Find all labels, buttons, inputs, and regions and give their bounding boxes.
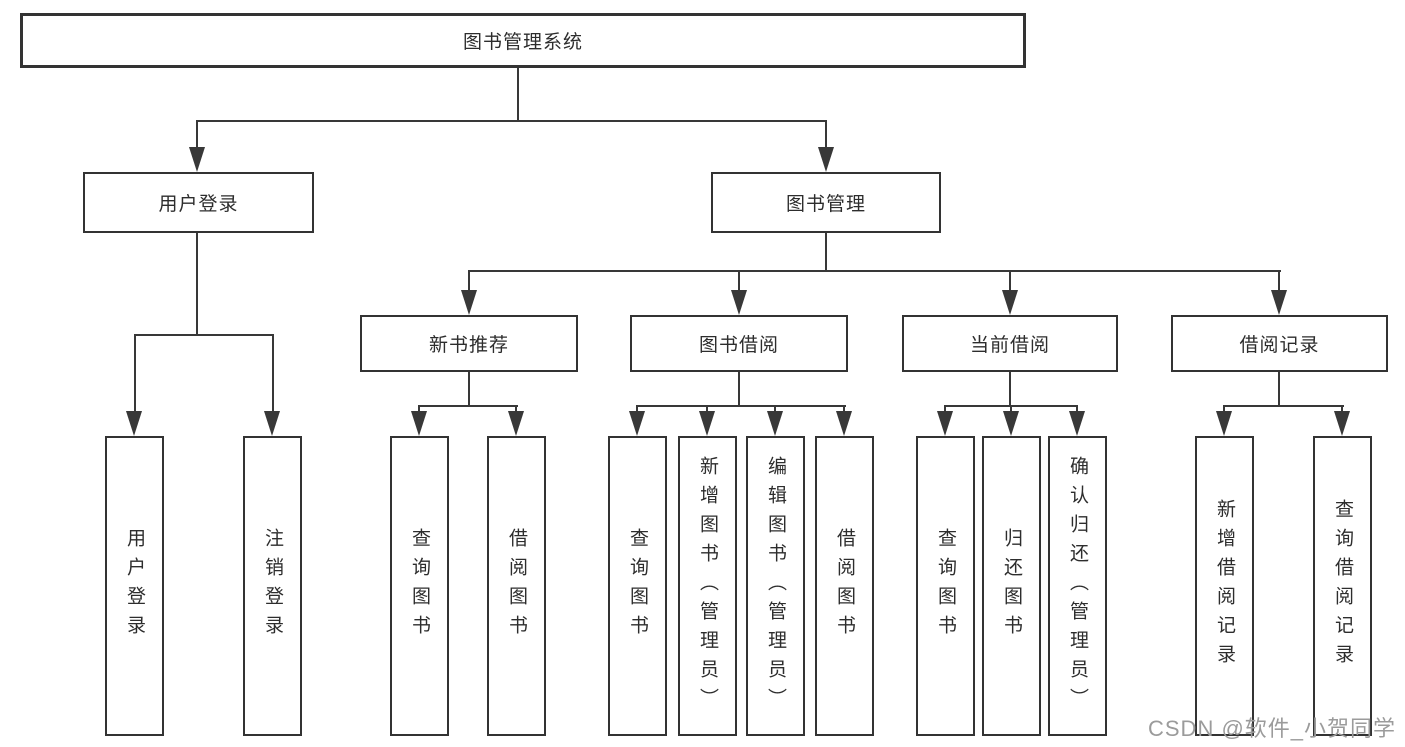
leaf-borrowing-add-admin-label: 新增图书（管理员） [697, 455, 718, 717]
arrowhead-down-icon [1003, 411, 1019, 436]
section-records-label: 借阅记录 [1239, 335, 1320, 356]
arrowhead-down-icon [937, 411, 953, 436]
connector-vertical [517, 68, 519, 120]
connector-horizontal [468, 270, 1281, 272]
leaf-current-return-box: 归还图书 [982, 436, 1041, 736]
connector-vertical [1278, 270, 1280, 291]
connector-vertical [944, 405, 946, 412]
arrowhead-down-icon [126, 411, 142, 436]
connector-vertical [196, 120, 198, 148]
connector-horizontal [419, 405, 518, 407]
leaf-records-add-label: 新增借阅记录 [1214, 499, 1235, 673]
leaf-borrowing-query-box: 查询图书 [608, 436, 667, 736]
connector-vertical [706, 405, 708, 412]
csdn-watermark: CSDN @软件_小贺同学 [1148, 716, 1397, 741]
arrowhead-down-icon [731, 290, 747, 315]
arrowhead-down-icon [629, 411, 645, 436]
leaf-borrowing-borrow-label: 借阅图书 [834, 528, 855, 644]
arrowhead-down-icon [264, 411, 280, 436]
connector-vertical [636, 405, 638, 412]
connector-vertical [1278, 372, 1280, 405]
arrowhead-down-icon [189, 147, 205, 172]
leaf-current-confirm-admin-box: 确认归还（管理员） [1048, 436, 1107, 736]
leaf-logout-label: 注销登录 [262, 528, 283, 644]
connector-vertical [515, 405, 517, 412]
connector-vertical [134, 334, 136, 412]
leaf-newbook-query-label: 查询图书 [409, 528, 430, 644]
connector-vertical [1341, 405, 1343, 412]
branch-user-login-box: 用户登录 [83, 172, 314, 233]
leaf-newbook-query-box: 查询图书 [390, 436, 449, 736]
section-new-book-label: 新书推荐 [428, 335, 509, 356]
arrowhead-down-icon [461, 290, 477, 315]
leaf-records-query-box: 查询借阅记录 [1313, 436, 1372, 736]
connector-vertical [774, 405, 776, 412]
connector-vertical [1009, 372, 1011, 405]
root-node-box: 图书管理系统 [20, 13, 1026, 68]
section-new-book-box: 新书推荐 [360, 315, 578, 372]
arrowhead-down-icon [767, 411, 783, 436]
connector-horizontal [637, 405, 846, 407]
arrowhead-down-icon [699, 411, 715, 436]
leaf-borrowing-query-label: 查询图书 [627, 528, 648, 644]
leaf-records-add-box: 新增借阅记录 [1195, 436, 1254, 736]
connector-vertical [272, 334, 274, 412]
connector-vertical [738, 372, 740, 405]
leaf-records-query-label: 查询借阅记录 [1332, 499, 1353, 673]
branch-book-mgmt-label: 图书管理 [785, 194, 866, 215]
arrowhead-down-icon [836, 411, 852, 436]
arrowhead-down-icon [1334, 411, 1350, 436]
connector-horizontal [134, 334, 274, 336]
arrowhead-down-icon [1069, 411, 1085, 436]
branch-user-login-label: 用户登录 [158, 194, 239, 215]
arrowhead-down-icon [1216, 411, 1232, 436]
leaf-current-query-label: 查询图书 [935, 528, 956, 644]
connector-vertical [468, 270, 470, 291]
leaf-newbook-borrow-box: 借阅图书 [487, 436, 546, 736]
leaf-borrowing-edit-admin-box: 编辑图书（管理员） [746, 436, 805, 736]
connector-vertical [468, 372, 470, 405]
section-records-box: 借阅记录 [1171, 315, 1388, 372]
connector-vertical [418, 405, 420, 412]
connector-horizontal [1223, 405, 1344, 407]
leaf-user-login-label: 用户登录 [124, 528, 145, 644]
leaf-current-confirm-admin-label: 确认归还（管理员） [1067, 455, 1088, 717]
leaf-current-return-label: 归还图书 [1001, 528, 1022, 644]
root-node-label: 图书管理系统 [462, 32, 583, 53]
branch-book-mgmt-box: 图书管理 [711, 172, 941, 233]
leaf-borrowing-add-admin-box: 新增图书（管理员） [678, 436, 737, 736]
connector-vertical [825, 233, 827, 270]
connector-vertical [196, 233, 198, 334]
arrowhead-down-icon [1002, 290, 1018, 315]
section-current-label: 当前借阅 [969, 335, 1050, 356]
connector-vertical [1223, 405, 1225, 412]
section-borrowing-box: 图书借阅 [630, 315, 848, 372]
connector-vertical [738, 270, 740, 291]
connector-vertical [1010, 405, 1012, 412]
connector-vertical [825, 120, 827, 148]
arrowhead-down-icon [818, 147, 834, 172]
section-borrowing-label: 图书借阅 [698, 335, 779, 356]
leaf-current-query-box: 查询图书 [916, 436, 975, 736]
connector-vertical [1009, 270, 1011, 291]
section-current-box: 当前借阅 [902, 315, 1118, 372]
leaf-borrowing-edit-admin-label: 编辑图书（管理员） [765, 455, 786, 717]
leaf-logout-box: 注销登录 [243, 436, 302, 736]
leaf-newbook-borrow-label: 借阅图书 [506, 528, 527, 644]
arrowhead-down-icon [508, 411, 524, 436]
leaf-borrowing-borrow-box: 借阅图书 [815, 436, 874, 736]
arrowhead-down-icon [1271, 290, 1287, 315]
arrowhead-down-icon [411, 411, 427, 436]
connector-vertical [1076, 405, 1078, 412]
connector-vertical [843, 405, 845, 412]
connector-horizontal [196, 120, 827, 122]
leaf-user-login-box: 用户登录 [105, 436, 164, 736]
